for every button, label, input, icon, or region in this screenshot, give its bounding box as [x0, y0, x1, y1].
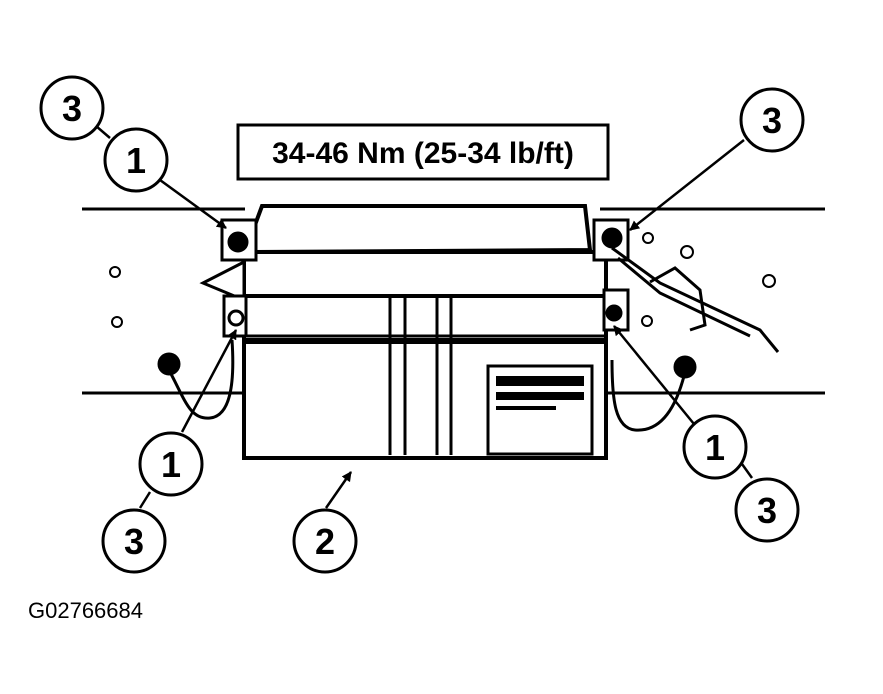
- battery-cables: [168, 246, 780, 432]
- callout-label: 3: [124, 521, 144, 562]
- callout-bottom-right-outer: 3: [734, 477, 800, 543]
- callout-label: 3: [762, 100, 782, 141]
- callout-bottom-left-outer: 3: [101, 508, 167, 574]
- battery-label: [486, 364, 594, 456]
- leader-lines: [95, 125, 754, 509]
- torque-spec-box: 34-46 Nm (25-34 lb/ft): [236, 123, 610, 181]
- callout-label: 1: [705, 427, 725, 468]
- hold-down-bolts: [157, 227, 697, 379]
- callout-bottom-left-inner: 1: [138, 431, 204, 497]
- callout-label: 1: [161, 444, 181, 485]
- callout-bottom-center: 2: [292, 508, 358, 574]
- torque-spec-text: 34-46 Nm (25-34 lb/ft): [272, 137, 574, 170]
- callout-bottom-right-inner: 1: [682, 414, 748, 480]
- callout-label: 3: [757, 490, 777, 531]
- figure-id: G02766684: [28, 598, 143, 623]
- callout-top-right: 3: [739, 87, 805, 153]
- frame-rails: [82, 207, 825, 395]
- callout-label: 1: [126, 140, 146, 181]
- callout-top-left-outer: 3: [39, 75, 105, 141]
- frame-holes: [109, 232, 776, 328]
- callout-label: 3: [62, 88, 82, 129]
- callout-label: 2: [315, 521, 335, 562]
- callout-top-left-inner: 1: [103, 127, 169, 193]
